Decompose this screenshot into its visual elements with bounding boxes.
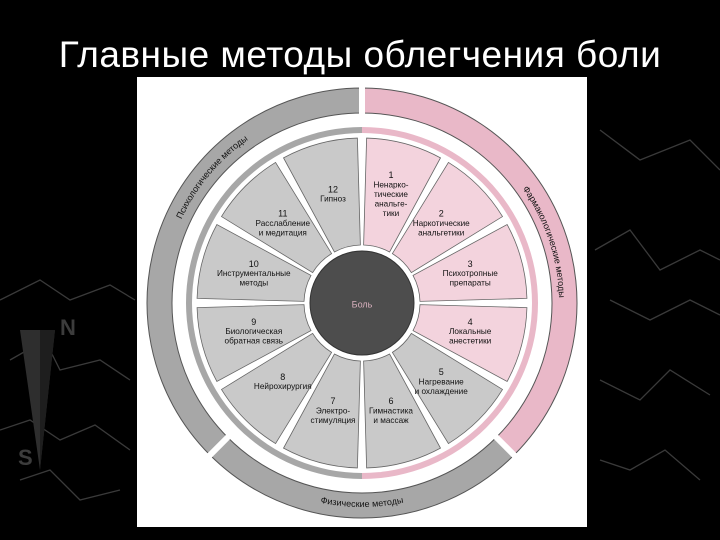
segment-label: анестетики xyxy=(449,337,491,346)
segment-number: 1 xyxy=(388,170,393,180)
segment-wedge xyxy=(282,353,361,469)
segment-label: методы xyxy=(240,279,269,288)
segment-label: Инструментальные xyxy=(217,269,291,278)
segment-number: 6 xyxy=(388,396,393,406)
segment-label: Нагревание xyxy=(419,377,464,386)
segment-wedge xyxy=(196,304,312,383)
segment-wedge xyxy=(282,137,361,253)
center-label: Боль xyxy=(352,299,373,309)
ring-label: Физические методы xyxy=(320,495,404,509)
segment-label: тики xyxy=(383,209,399,218)
segment-number: 8 xyxy=(280,372,285,382)
segment-label: тические xyxy=(374,190,408,199)
segment-label: Наркотические xyxy=(413,219,470,228)
svg-text:N: N xyxy=(60,315,76,340)
segment-label: Гимнастика xyxy=(369,406,413,415)
segment-number: 2 xyxy=(439,209,444,219)
segment-number: 3 xyxy=(468,259,473,269)
segment-wedge xyxy=(391,332,504,445)
segment-label: анальгетики xyxy=(418,228,464,237)
segment-number: 4 xyxy=(468,317,473,327)
methods-wheel: Психологические методыФармакологические … xyxy=(146,86,578,519)
segment-number: 10 xyxy=(249,259,259,269)
segment-wedge xyxy=(196,223,312,302)
segment-label: стимуляция xyxy=(311,416,356,425)
segment-label: Гипноз xyxy=(320,195,346,204)
segment-number: 9 xyxy=(251,317,256,327)
segment-label: и медитация xyxy=(259,228,307,237)
segment-wedge xyxy=(220,161,333,274)
ring-divider xyxy=(206,433,232,459)
segment-label: препараты xyxy=(450,279,491,288)
segment-label: обратная связь xyxy=(225,337,284,346)
segment-label: анальге- xyxy=(375,199,408,208)
slide-title: Главные методы облегчения боли xyxy=(58,34,662,75)
center-circle xyxy=(309,250,415,356)
segment-wedge xyxy=(220,332,333,445)
segment-wedge xyxy=(363,137,442,253)
segment-label: и массаж xyxy=(373,416,409,425)
segment-label: и охлаждение xyxy=(415,387,469,396)
segment-label: Ненарко- xyxy=(373,180,408,189)
segment-label: Нейрохирургия xyxy=(254,382,312,391)
segment-label: Локальные xyxy=(449,327,492,336)
segment-number: 11 xyxy=(278,209,287,219)
segment-label: Психотропные xyxy=(443,269,499,278)
segment-wedge xyxy=(363,353,442,469)
ring-divider xyxy=(492,433,518,459)
segment-label: Расслабление xyxy=(256,219,311,228)
segment-wedge xyxy=(412,304,528,383)
svg-text:S: S xyxy=(18,445,33,470)
segment-number: 7 xyxy=(331,396,336,406)
segment-number: 5 xyxy=(439,367,444,377)
segment-wedge xyxy=(391,161,504,274)
segment-wedge xyxy=(412,223,528,302)
segment-label: Электро- xyxy=(316,406,350,415)
segment-label: Биологическая xyxy=(225,327,282,336)
segment-number: 12 xyxy=(328,184,338,194)
